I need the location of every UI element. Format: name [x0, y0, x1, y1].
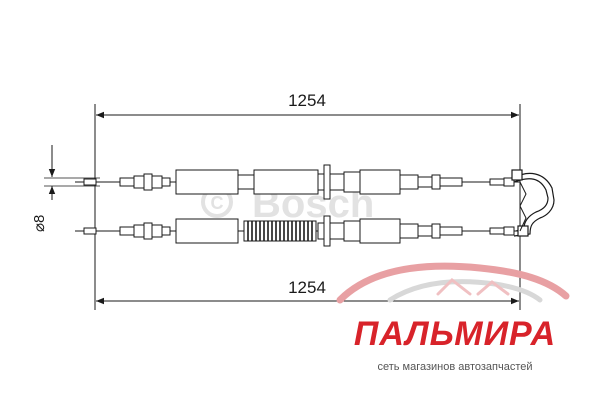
car-silhouette-icon: [336, 262, 570, 304]
top-dimension: 1254: [96, 91, 519, 119]
lower-cable: [75, 215, 520, 247]
store-logo: ПАЛЬМИРА сеть магазинов автозапчастей: [336, 262, 570, 373]
bottom-length-label: 1254: [288, 278, 326, 297]
diameter-indicator: ⌀8: [31, 145, 100, 232]
store-name: ПАЛЬМИРА: [354, 315, 556, 353]
equalizer-bracket: [511, 169, 555, 237]
svg-text:C: C: [211, 193, 224, 213]
upper-cable: [75, 164, 520, 200]
store-tagline: сеть магазинов автозапчастей: [377, 361, 532, 373]
diameter-label: ⌀8: [31, 215, 48, 232]
top-length-label: 1254: [288, 91, 326, 110]
bottom-dimension: 1254: [96, 278, 519, 305]
